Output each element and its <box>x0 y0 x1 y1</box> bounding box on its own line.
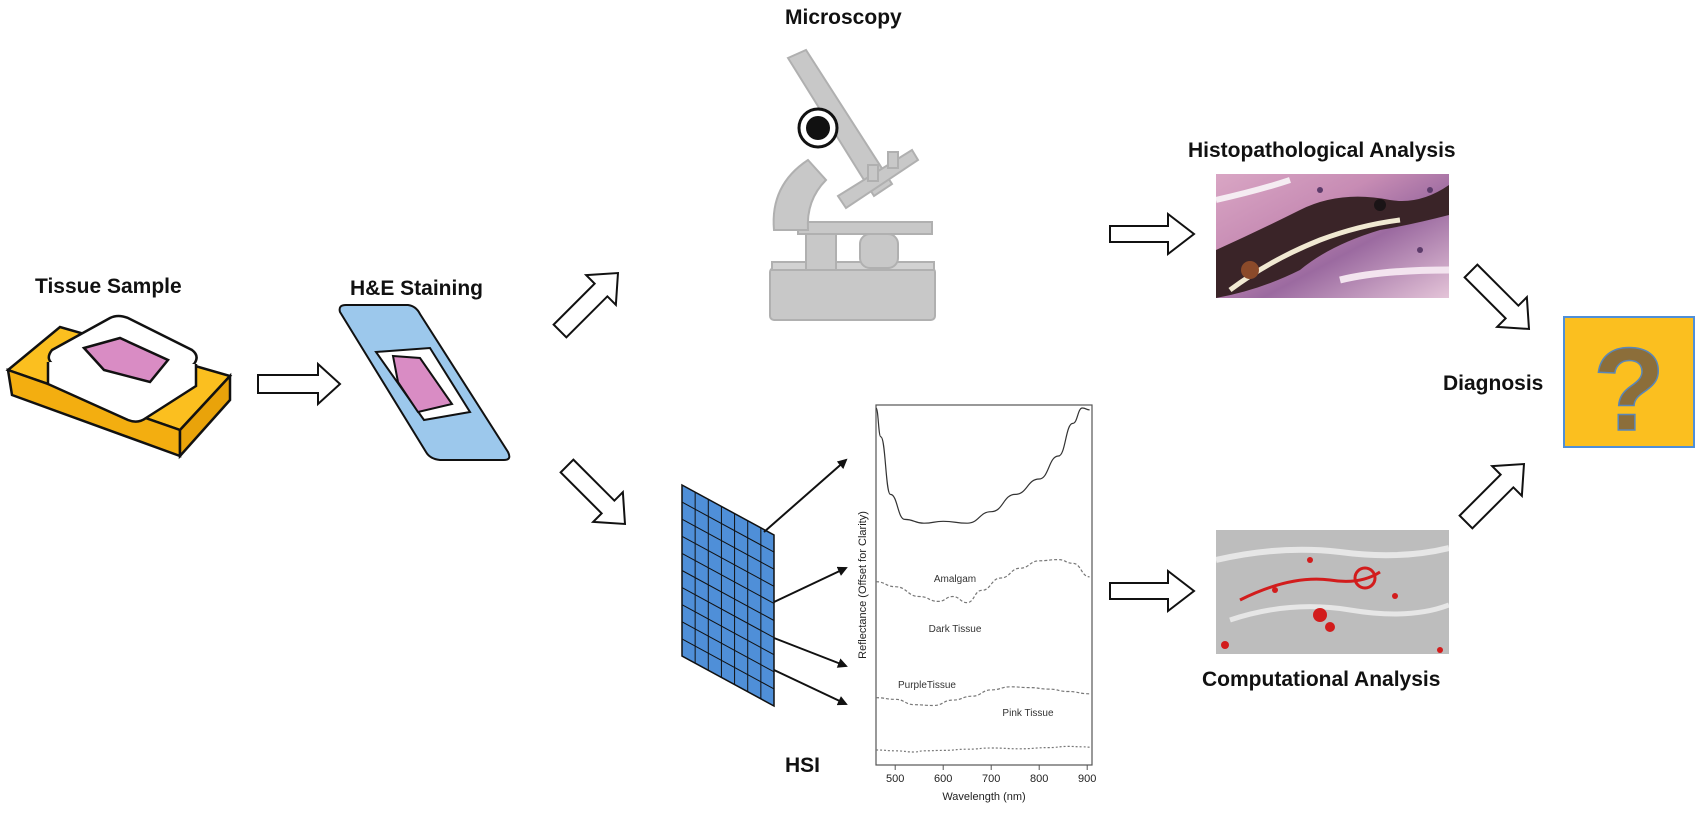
grid-line <box>681 604 775 656</box>
ray-line <box>773 637 848 668</box>
computational-analysis-image <box>1216 530 1449 654</box>
hsi-rays <box>763 458 848 706</box>
x-axis-label: Wavelength (nm) <box>942 791 1025 803</box>
eyepiece-icon <box>797 107 839 149</box>
series-label: Pink Tissue <box>1002 708 1054 719</box>
grid-line <box>681 552 775 604</box>
series-line <box>875 558 1090 604</box>
histopathological-analysis-label: Histopathological Analysis <box>1188 139 1456 162</box>
arrow-stain-to-microscopy <box>552 271 620 339</box>
chart-frame <box>875 404 1093 766</box>
x-tick-label: 900 <box>1078 773 1096 785</box>
microscope-icon <box>769 48 936 321</box>
grid-line <box>681 535 775 587</box>
x-tick-label: 800 <box>1030 773 1048 785</box>
arrow-hsi-to-computational <box>1109 568 1196 614</box>
arrow-histo-to-diagnosis <box>1463 263 1531 331</box>
tissue-cassette-icon <box>5 314 233 460</box>
computational-analysis-label: Computational Analysis <box>1202 668 1440 691</box>
y-axis-label: Reflectance (Offset for Clarity) <box>857 511 869 659</box>
series-line <box>875 686 1090 707</box>
series-label: Dark Tissue <box>929 624 982 635</box>
arrow-computational-to-diagnosis <box>1458 462 1526 530</box>
arrow-microscopy-to-histo <box>1109 211 1196 257</box>
diagnosis-label: Diagnosis <box>1443 372 1543 395</box>
series-label: Amalgam <box>934 574 976 585</box>
he-slide-icon <box>338 304 511 461</box>
grid-line <box>681 587 775 639</box>
diagnosis-box: ? <box>1563 316 1695 457</box>
arrow-tissue-to-stain <box>257 361 342 407</box>
arrow-stain-to-hsi <box>559 458 627 526</box>
he-staining-label: H&E Staining <box>350 277 483 300</box>
hsi-grid-icon <box>681 483 775 708</box>
tissue-sample-label: Tissue Sample <box>35 275 182 298</box>
grid-line <box>681 638 775 690</box>
series-line <box>875 745 1090 753</box>
series-line <box>875 407 1090 524</box>
ray-line <box>773 669 848 706</box>
grid-line <box>681 518 775 570</box>
grid-line <box>681 621 775 673</box>
microscopy-label: Microscopy <box>785 6 902 29</box>
question-mark-icon: ? <box>1593 324 1665 456</box>
hsi-label: HSI <box>785 754 820 777</box>
grid-line <box>681 570 775 621</box>
grid-line <box>681 501 775 553</box>
ray-line <box>763 458 848 533</box>
x-tick-label: 600 <box>934 773 952 785</box>
x-tick-label: 700 <box>982 773 1000 785</box>
x-tick-label: 500 <box>886 773 904 785</box>
series-label: PurpleTissue <box>898 680 956 691</box>
ray-line <box>773 566 848 603</box>
histopathology-image <box>1216 174 1449 298</box>
